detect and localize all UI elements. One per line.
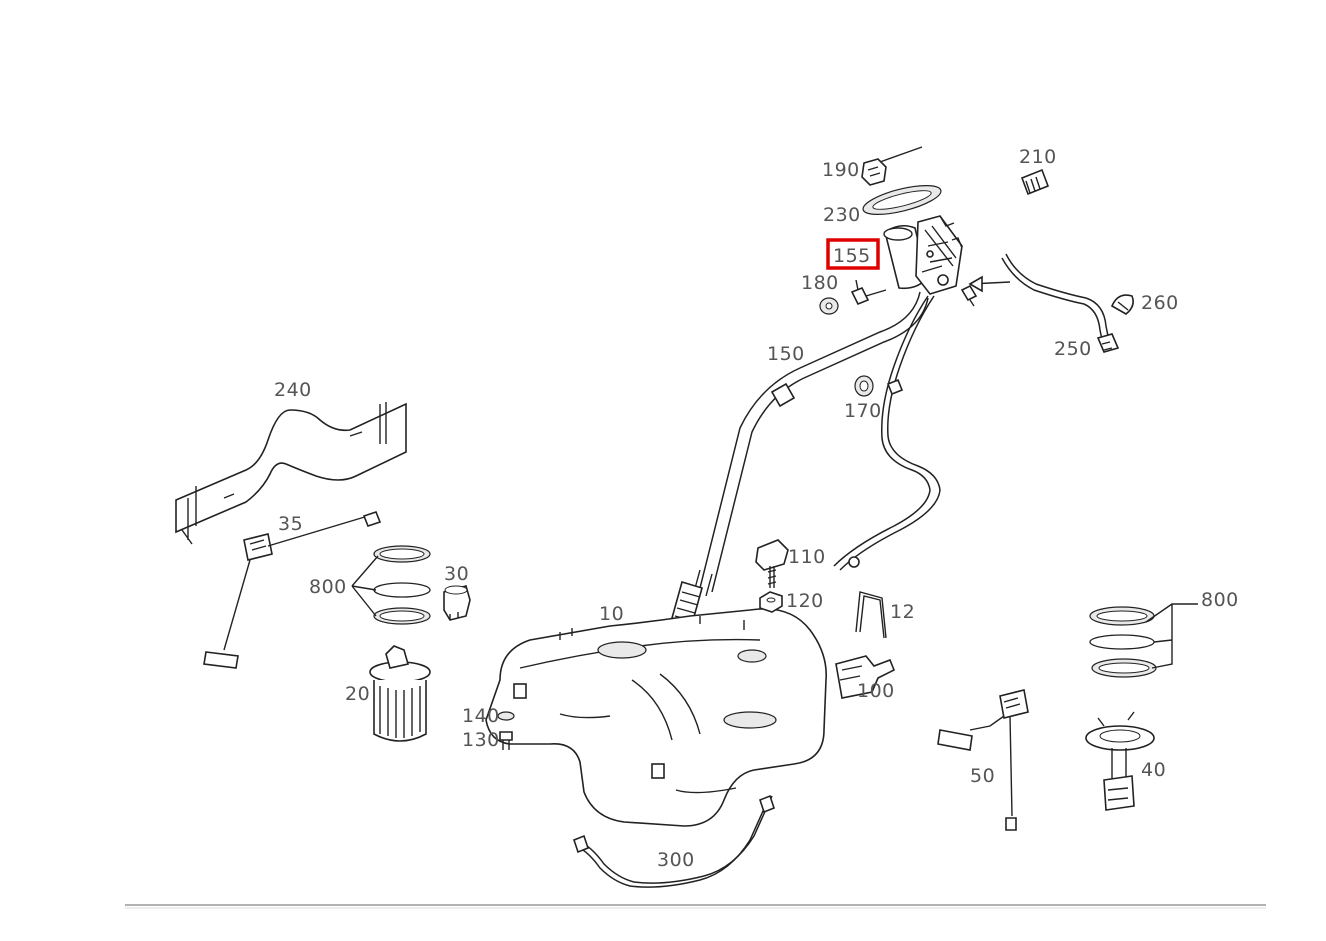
part-150-filler-hose[interactable] <box>671 291 929 626</box>
part-120-nut[interactable] <box>759 591 783 613</box>
label-800-right[interactable]: 800 <box>1201 589 1239 611</box>
label-110[interactable]: 110 <box>788 546 826 568</box>
part-100-valve[interactable] <box>835 655 896 699</box>
part-230-gasket[interactable] <box>861 180 944 221</box>
part-50-level-sender[interactable] <box>937 689 1029 831</box>
label-10[interactable]: 10 <box>599 603 624 625</box>
label-120[interactable]: 120 <box>786 590 824 612</box>
part-10-fuel-tank[interactable] <box>485 608 827 827</box>
label-210[interactable]: 210 <box>1019 146 1057 168</box>
part-210-plug[interactable] <box>1020 168 1050 196</box>
label-230[interactable]: 230 <box>823 204 861 226</box>
label-100[interactable]: 100 <box>857 680 895 702</box>
part-140-washer[interactable] <box>497 711 515 721</box>
part-800-right-seal-rings[interactable] <box>1089 603 1198 678</box>
label-130[interactable]: 130 <box>462 729 500 751</box>
label-155[interactable]: 155 <box>833 245 871 267</box>
part-155-filler-head[interactable] <box>883 215 1011 307</box>
label-20[interactable]: 20 <box>345 683 370 705</box>
label-190[interactable]: 190 <box>822 159 860 181</box>
label-800-left[interactable]: 800 <box>309 576 347 598</box>
label-40[interactable]: 40 <box>1141 759 1166 781</box>
label-260[interactable]: 260 <box>1141 292 1179 314</box>
label-240[interactable]: 240 <box>274 379 312 401</box>
part-240-heat-shield[interactable] <box>175 402 407 545</box>
part-130-bolt[interactable] <box>499 731 513 750</box>
part-155-sensor <box>850 279 887 306</box>
part-190-clip[interactable] <box>861 146 923 186</box>
label-35[interactable]: 35 <box>278 513 303 535</box>
part-260-clip[interactable] <box>1110 294 1134 315</box>
part-180-washer[interactable] <box>819 297 839 315</box>
label-50[interactable]: 50 <box>970 765 995 787</box>
label-12[interactable]: 12 <box>890 601 915 623</box>
part-35-level-sender[interactable] <box>203 511 382 669</box>
label-140[interactable]: 140 <box>462 705 500 727</box>
part-20-fuel-pump[interactable] <box>369 645 431 742</box>
label-250[interactable]: 250 <box>1054 338 1092 360</box>
label-180[interactable]: 180 <box>801 272 839 294</box>
label-170[interactable]: 170 <box>844 400 882 422</box>
label-300[interactable]: 300 <box>657 849 695 871</box>
part-40-pump-module[interactable] <box>1085 711 1155 811</box>
label-30[interactable]: 30 <box>444 563 469 585</box>
part-800-left-seal-rings[interactable] <box>351 545 431 625</box>
part-30-regulator[interactable] <box>443 585 471 621</box>
vent-hose <box>833 295 941 571</box>
part-250-vent-line[interactable] <box>1001 253 1120 353</box>
part-110-bracket[interactable] <box>755 539 789 588</box>
part-170-grommet[interactable] <box>854 375 874 397</box>
part-300-fuel-line[interactable] <box>573 794 775 888</box>
part-12-strap[interactable] <box>855 591 887 639</box>
label-150[interactable]: 150 <box>767 343 805 365</box>
highlight-box-155 <box>826 238 880 270</box>
